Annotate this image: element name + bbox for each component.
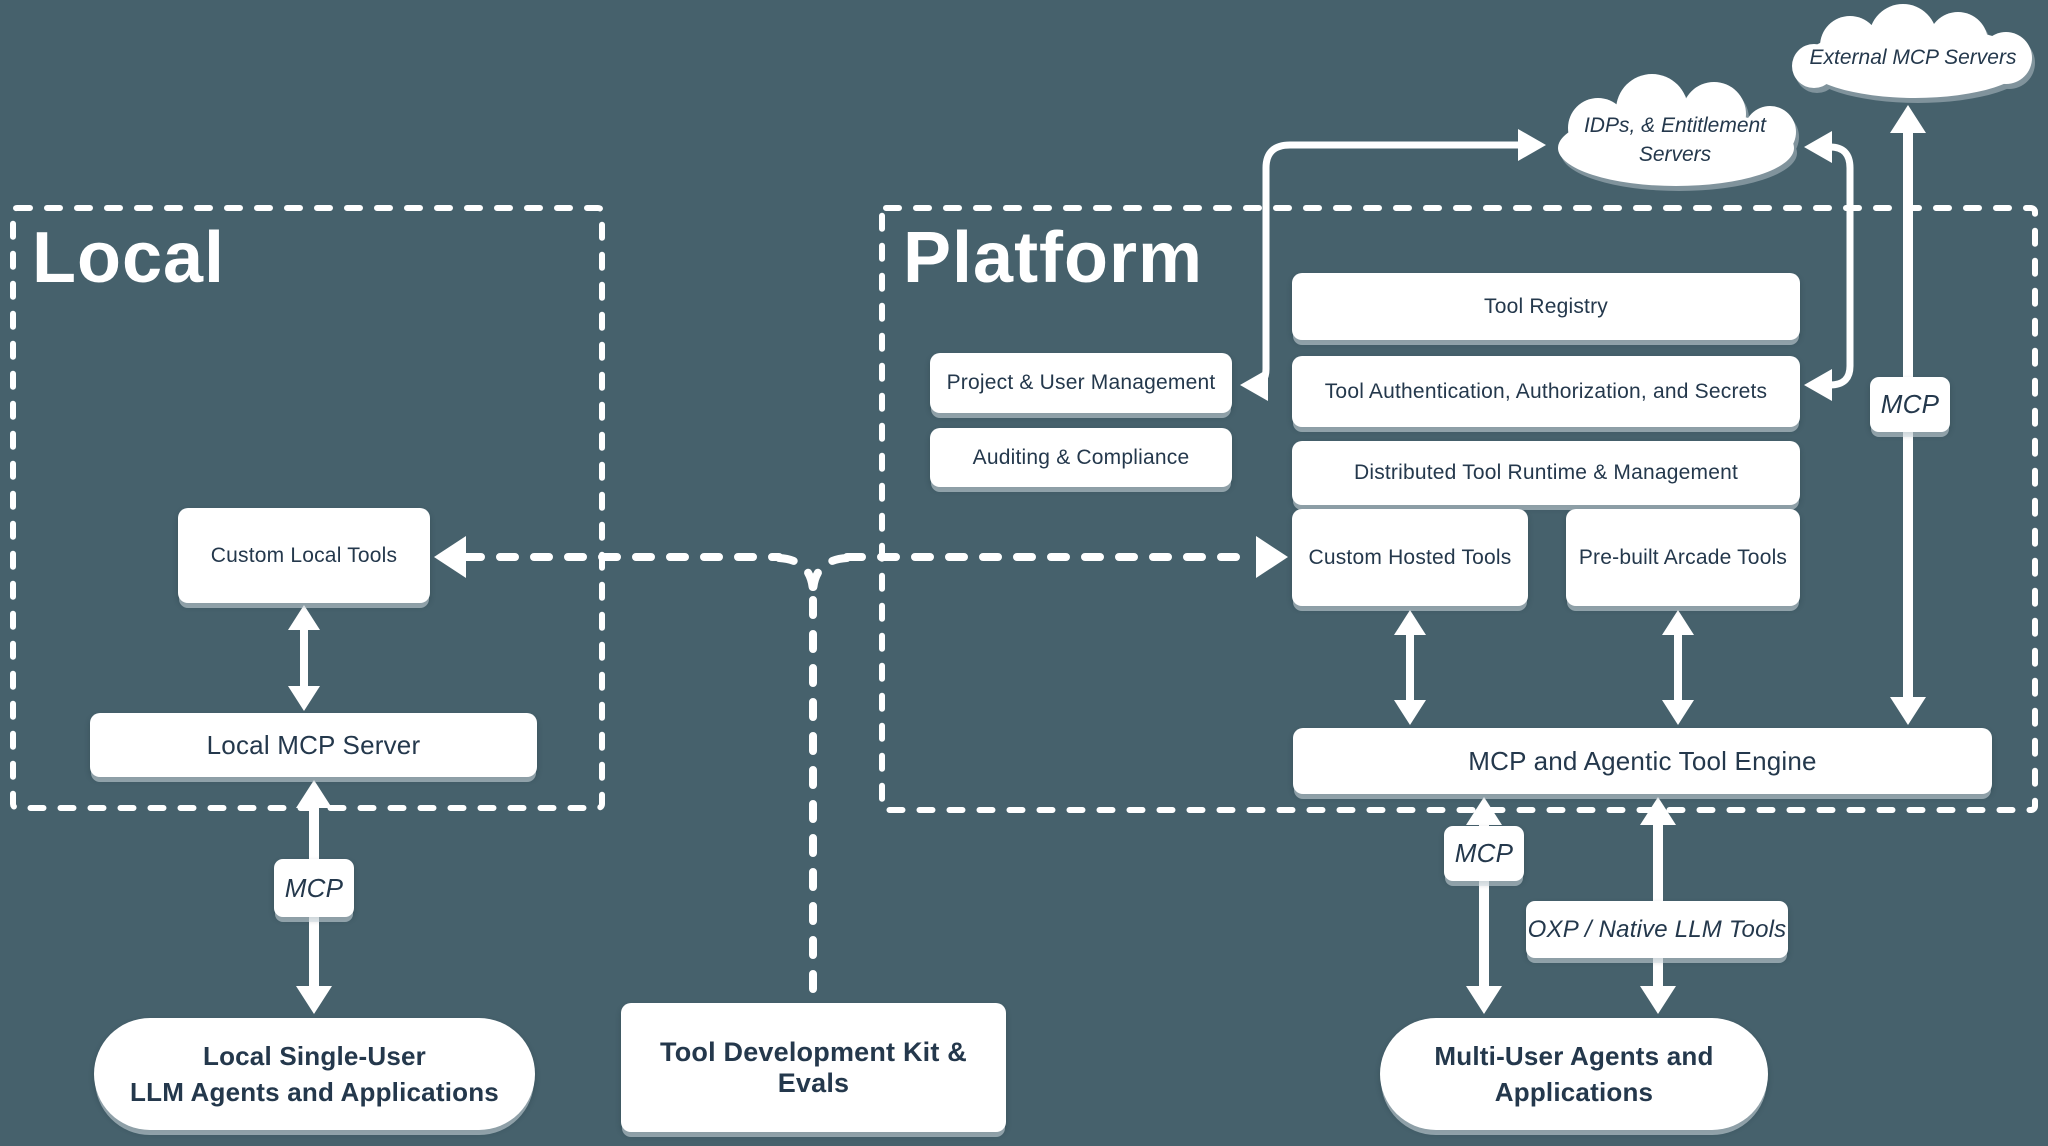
idp-cloud-label: IDPs, & Entitlement Servers xyxy=(1583,114,1767,166)
local-region-title: Local xyxy=(32,218,226,298)
local-agents-line2: LLM Agents and Applications xyxy=(130,1077,499,1107)
tool-registry-box: Tool Registry xyxy=(1292,273,1800,340)
arrow-prebuilt-engine xyxy=(1662,610,1694,725)
dashed-arrowhead-right xyxy=(1256,536,1288,578)
multi-user-agents-line2: Applications xyxy=(1494,1077,1654,1107)
custom-local-tools-box: Custom Local Tools xyxy=(178,508,430,603)
dashed-arrowhead-left xyxy=(434,536,466,578)
mcp-label-multiuser: MCP xyxy=(1444,826,1524,881)
custom-hosted-tools-box: Custom Hosted Tools xyxy=(1292,509,1528,606)
idp-right-connector-arrow-box xyxy=(1804,369,1832,401)
platform-region-border xyxy=(879,205,2038,813)
mcp-agentic-tool-engine-box: MCP and Agentic Tool Engine xyxy=(1293,728,1992,794)
mcp-label-local: MCP xyxy=(274,859,354,917)
platform-region-title: Platform xyxy=(903,218,1204,298)
arrow-customlocal-localmcp xyxy=(288,605,320,711)
idp-left-connector-arrow-cloud xyxy=(1518,129,1546,161)
tool-auth-box: Tool Authentication, Authorization, and … xyxy=(1292,356,1800,427)
prebuilt-arcade-tools-box: Pre-built Arcade Tools xyxy=(1566,509,1800,606)
idp-right-connector xyxy=(1829,143,1854,389)
idp-left-connector xyxy=(1251,141,1520,389)
external-mcp-cloud-label: External MCP Servers xyxy=(1809,45,2017,69)
local-mcp-server-box: Local MCP Server xyxy=(90,713,537,777)
idp-right-connector-arrow-cloud xyxy=(1804,131,1832,163)
dashed-tool-sync-connector xyxy=(462,553,1258,1004)
idp-left-connector-arrow-box xyxy=(1240,369,1268,401)
arrow-hosted-engine xyxy=(1394,610,1426,725)
mcp-label-external: MCP xyxy=(1870,377,1950,432)
multi-user-agents-line1: Multi-User Agents and xyxy=(1434,1041,1714,1071)
arrow-engine-multiuser-mcp xyxy=(1466,797,1502,1014)
tool-development-kit-box: Tool Development Kit & Evals xyxy=(621,1003,1006,1132)
multi-user-agents-pill: Multi-User Agents and Applications xyxy=(1380,1018,1768,1130)
project-user-management-box: Project & User Management xyxy=(930,353,1232,413)
oxp-native-llm-tools-label: OXP / Native LLM Tools xyxy=(1526,901,1788,958)
local-single-user-agents-pill: Local Single-User LLM Agents and Applica… xyxy=(94,1018,535,1130)
distributed-runtime-box: Distributed Tool Runtime & Management xyxy=(1292,441,1800,505)
local-agents-line1: Local Single-User xyxy=(202,1041,427,1071)
auditing-compliance-box: Auditing & Compliance xyxy=(930,428,1232,487)
